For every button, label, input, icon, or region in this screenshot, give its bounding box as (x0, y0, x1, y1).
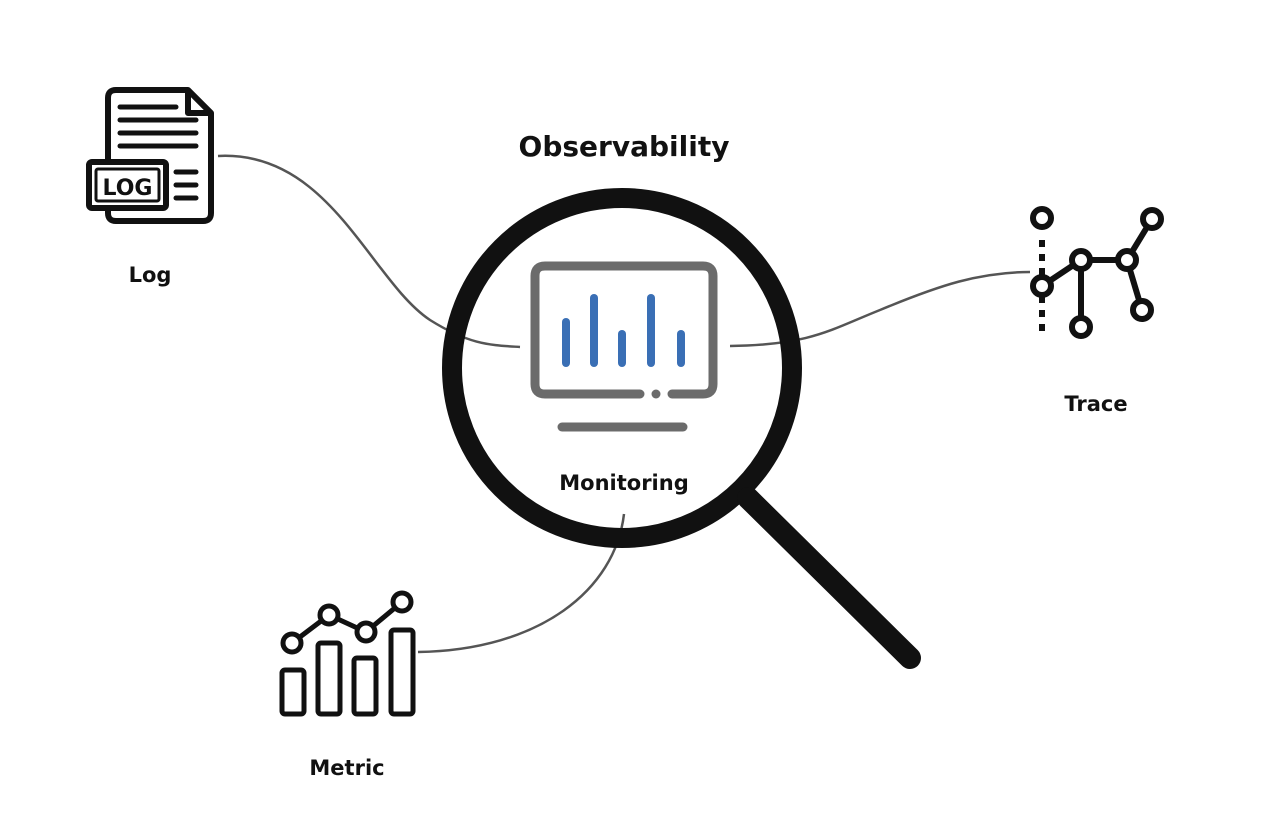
connector-log-monitoring (217, 154, 521, 349)
magnifying-glass-icon (442, 188, 921, 669)
log-document-icon: LOG (86, 87, 214, 224)
node-label-metric: Metric (309, 756, 384, 780)
trace-graph-icon (1030, 206, 1164, 339)
diagram-title: Observability (519, 130, 730, 163)
metric-chart-icon (279, 590, 416, 717)
center-label-monitoring: Monitoring (559, 471, 688, 495)
node-label-trace: Trace (1064, 392, 1127, 416)
monitor-bars (562, 294, 685, 367)
log-icon-text: LOG (103, 176, 153, 201)
monitor-chart-icon (530, 261, 718, 432)
node-label-log: Log (129, 263, 172, 287)
